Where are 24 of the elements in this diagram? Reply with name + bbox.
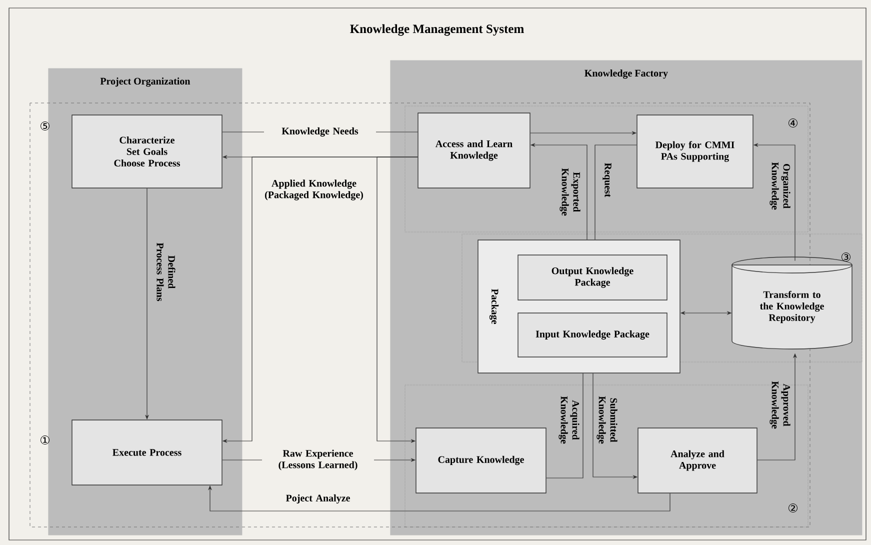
edge-label: Organized Knowledge <box>770 162 790 210</box>
edge-label: Request <box>602 162 612 198</box>
process-box: Deploy for CMMI PAs Supporting <box>636 114 754 188</box>
process-box: Input Knowledge Package <box>518 312 668 358</box>
step-number: ④ <box>788 118 798 128</box>
edge-label: Defined Process Plans <box>156 242 176 302</box>
edge-label: Exported Knowledge <box>560 168 580 216</box>
process-box: Execute Process <box>72 420 222 486</box>
edge-label: Approved Knowledge <box>770 381 790 429</box>
edge-label: Knowledge Needs <box>264 126 376 138</box>
step-number: ① <box>40 436 50 444</box>
step-number: ② <box>788 504 798 512</box>
process-box: Capture Knowledge <box>416 428 546 494</box>
title: Knowledge Management System <box>350 24 524 36</box>
edge-label: Raw Experience (Lessons Learned) <box>262 448 374 472</box>
edge-label: Acquired Knowledge <box>558 396 580 444</box>
process-box: Access and Learn Knowledge <box>418 112 530 188</box>
step-number: ⑤ <box>40 122 50 130</box>
process-box: Characterize Set Goals Choose Process <box>72 114 222 188</box>
process-box: Analyze and Approve <box>638 428 758 494</box>
edge-label: Poject Analyze <box>286 494 350 504</box>
process-box: Output Knowledge Package <box>518 254 668 300</box>
edge-label: Submitted Knowledge <box>596 396 618 444</box>
edge-label: Applied Knowledge (Packaged Knowledge) <box>265 180 363 200</box>
